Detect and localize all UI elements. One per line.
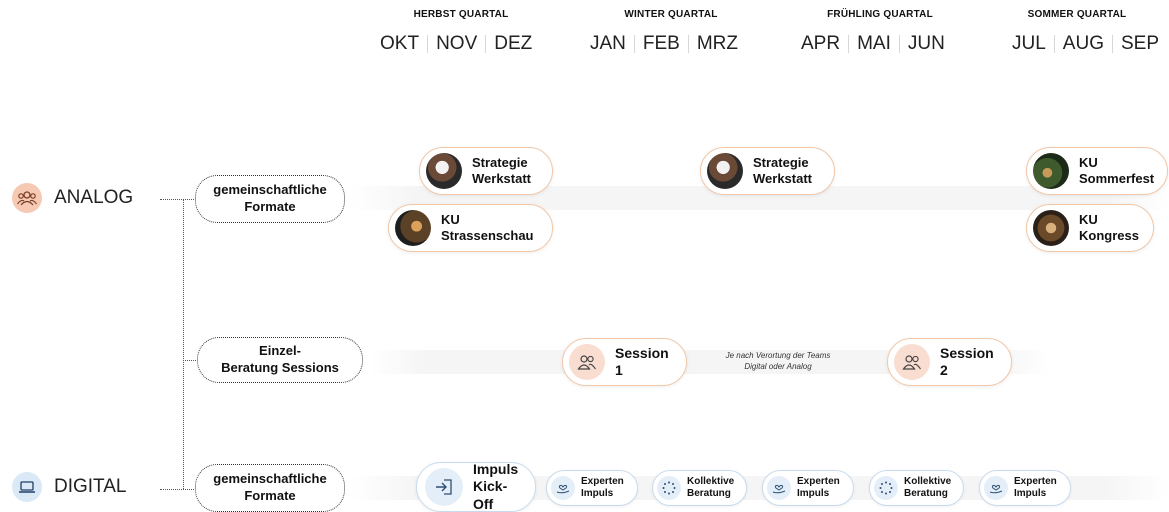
quarter-label-summer: SOMMER QUARTAL xyxy=(1027,9,1127,20)
event-label-line1: Strategie xyxy=(472,154,528,170)
session-2[interactable]: Session 2 xyxy=(887,338,1012,386)
session-note-line1: Je nach Verortung der Teams xyxy=(725,351,831,360)
event-label-line2: Impuls xyxy=(797,488,830,499)
event-label-line2: Strassenschau xyxy=(441,228,534,243)
session-note-line2: Digital oder Analog xyxy=(744,361,812,371)
laptop-icon xyxy=(12,472,42,502)
format-label-line2: Formate xyxy=(244,488,296,503)
dots-circle-icon xyxy=(657,476,681,500)
session-label: Session 1 xyxy=(615,344,669,379)
category-digital: DIGITAL xyxy=(12,472,127,502)
arrow-enter-icon xyxy=(425,468,463,506)
format-label-line2: Formate xyxy=(244,199,296,214)
connector-vertical xyxy=(183,199,184,489)
event-label-line2: Kongress xyxy=(1079,228,1139,243)
month-label: JUN xyxy=(907,33,945,54)
event-label-line1: KU xyxy=(1079,211,1098,227)
quarter-label-autumn: HERBST QUARTAL xyxy=(413,9,509,20)
month-label: FEB xyxy=(642,33,680,54)
month-label: NOV xyxy=(436,33,478,54)
month-label: JUL xyxy=(1012,33,1046,54)
event-label-line1: Experten xyxy=(797,476,840,487)
month-label: SEP xyxy=(1120,33,1160,54)
category-label-digital: DIGITAL xyxy=(54,476,127,497)
people-group-icon xyxy=(12,183,42,213)
session-1[interactable]: Session 1 xyxy=(562,338,687,386)
event-label-line2: Impuls xyxy=(1014,488,1047,499)
event-photo xyxy=(1033,153,1069,189)
event-photo xyxy=(395,210,431,246)
connector-analog-branch xyxy=(183,199,196,200)
people-pair-icon xyxy=(894,344,930,380)
format-label-line1: gemeinschaftliche xyxy=(213,182,327,198)
connector-analog xyxy=(160,199,184,200)
event-photo xyxy=(707,153,743,189)
hand-heart-icon xyxy=(551,476,575,500)
event-label-line2: Impuls xyxy=(581,488,614,499)
format-label-line2: Beratung Sessions xyxy=(221,360,339,375)
hand-heart-icon xyxy=(984,476,1008,500)
event-label-line1: KU xyxy=(1079,154,1098,170)
event-label-line1: Strategie xyxy=(753,154,809,170)
format-label-line1: gemeinschaftliche xyxy=(213,471,327,487)
format-label-line1: Einzel- xyxy=(259,343,301,359)
months-summer: JUL AUG SEP xyxy=(1004,33,1167,55)
month-label: MAI xyxy=(857,33,891,54)
connector-sessions-branch xyxy=(183,360,196,361)
event-label-line1: Kollektive xyxy=(687,476,735,487)
event-label-line2: Beratung xyxy=(687,488,731,499)
event-label-line2: Werkstatt xyxy=(472,171,532,186)
quarter-label-winter: WINTER QUARTAL xyxy=(624,9,718,20)
months-spring: APR MAI JUN xyxy=(793,33,953,55)
month-label: APR xyxy=(801,33,841,54)
month-label: JAN xyxy=(590,33,626,54)
category-label-analog: ANALOG xyxy=(54,187,134,208)
event-photo xyxy=(426,153,462,189)
dots-circle-icon xyxy=(874,476,898,500)
event-label-line1: Experten xyxy=(1014,476,1057,487)
connector-digital xyxy=(160,489,184,490)
month-label: DEZ xyxy=(494,33,533,54)
months-autumn: OKT NOV DEZ xyxy=(372,33,540,55)
event-label-line1: Impuls xyxy=(473,460,519,477)
month-label: AUG xyxy=(1062,33,1104,54)
format-box-individual: Einzel-Beratung Sessions xyxy=(197,337,363,383)
event-label-line1: Experten xyxy=(581,476,624,487)
hand-heart-icon xyxy=(767,476,791,500)
event-photo xyxy=(1033,210,1069,246)
event-label-line1: Kollektive xyxy=(904,476,952,487)
event-label-line2: Werkstatt xyxy=(753,171,813,186)
session-note: Je nach Verortung der Teams Digital oder… xyxy=(713,351,843,373)
connector-digital-branch xyxy=(183,489,196,490)
quarter-label-spring: FRÜHLING QUARTAL xyxy=(827,9,933,20)
month-label: MRZ xyxy=(696,33,739,54)
people-pair-icon xyxy=(569,344,605,380)
event-label-line1: KU xyxy=(441,211,460,227)
month-label: OKT xyxy=(380,33,420,54)
category-analog: ANALOG xyxy=(12,183,133,213)
event-label-line2: Sommerfest xyxy=(1079,171,1155,186)
months-winter: JAN FEB MRZ xyxy=(582,33,746,55)
event-label-line2: Beratung xyxy=(904,488,948,499)
session-label: Session 2 xyxy=(940,344,994,379)
event-label-line2: Kick-Off xyxy=(473,478,508,512)
